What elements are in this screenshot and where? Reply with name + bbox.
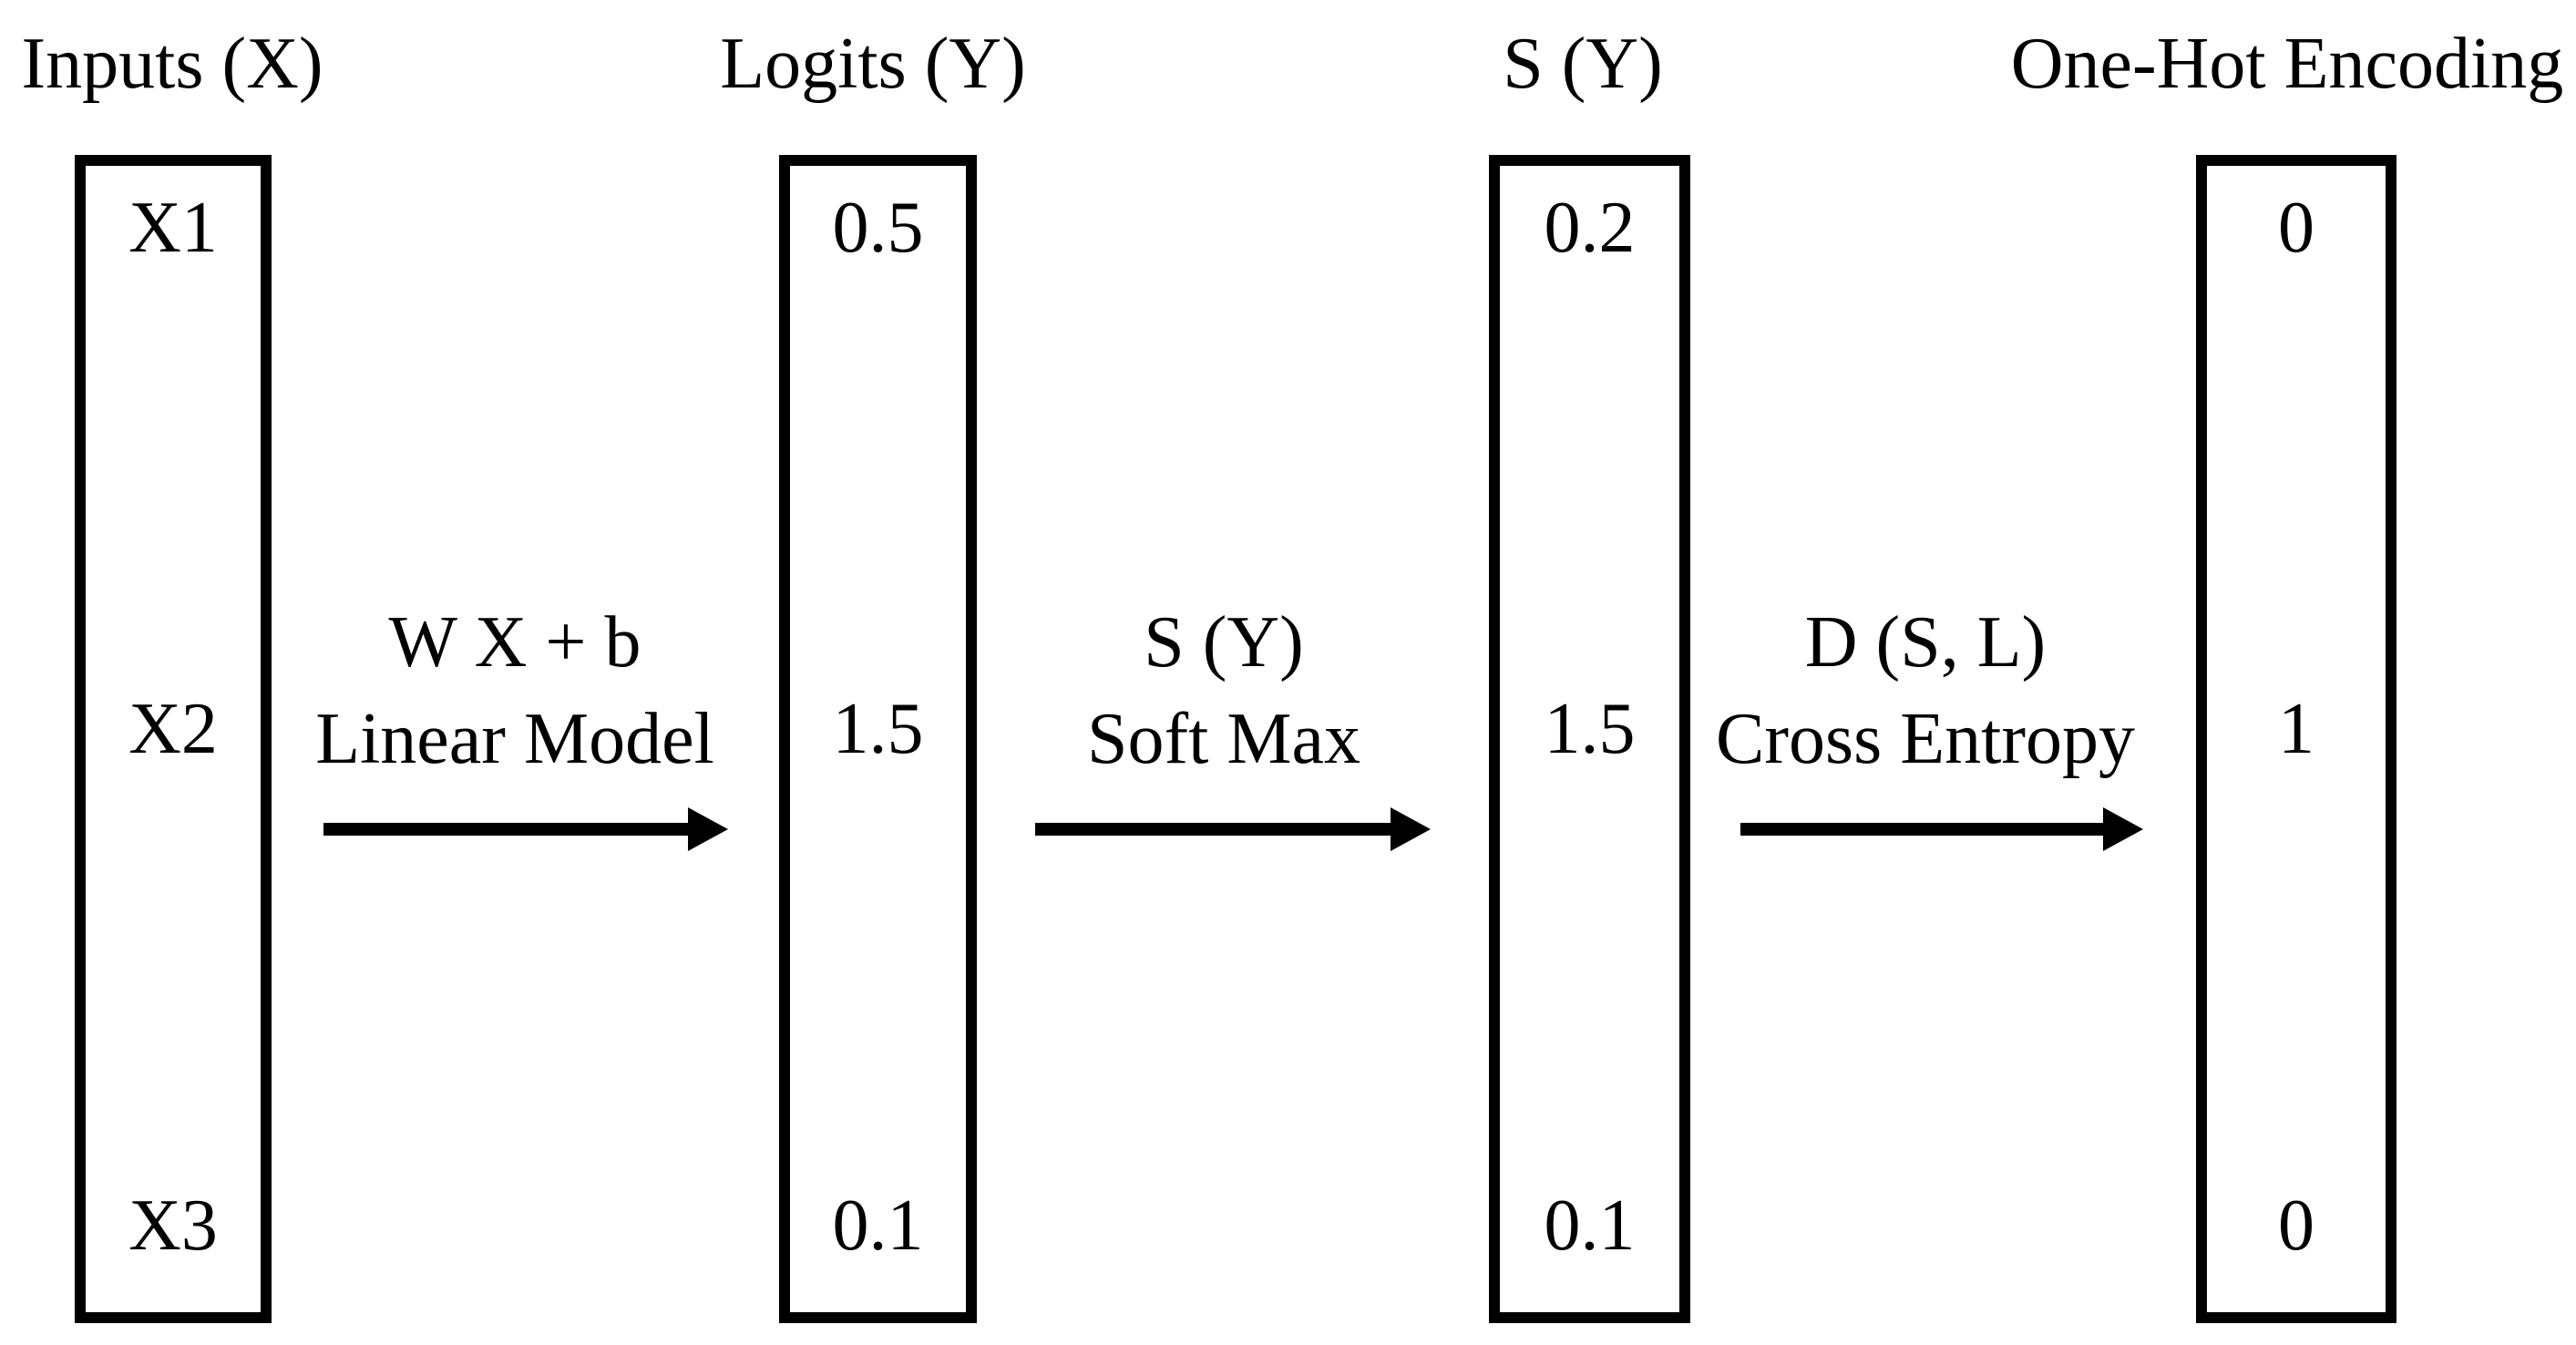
vector-value: 0.1 <box>1544 1186 1636 1266</box>
column-title-inputs: Inputs (X) <box>21 24 323 104</box>
vector-value: 0.1 <box>832 1186 924 1266</box>
column-title-logits: Logits (Y) <box>720 24 1026 104</box>
arrow-label-cross-entropy: D (S, L) Cross Entropy <box>1716 594 2135 787</box>
vector-value: 0.2 <box>1544 188 1636 268</box>
column-title-one-hot: One-Hot Encoding <box>2010 24 2564 104</box>
arrow-linear-model-icon <box>323 823 688 836</box>
arrow-label-linear-model: W X + b Linear Model <box>315 594 714 787</box>
arrow-caption: Cross Entropy <box>1716 699 2135 779</box>
arrow-formula: S (Y) <box>1144 602 1304 683</box>
vector-value: 0 <box>2278 1186 2314 1266</box>
arrow-soft-max-icon <box>1035 823 1391 836</box>
vector-value: X2 <box>128 689 218 769</box>
vector-box-one-hot: 0 1 0 <box>2196 155 2396 1323</box>
vector-value: 1.5 <box>1544 689 1636 769</box>
vector-box-logits: 0.5 1.5 0.1 <box>779 155 977 1323</box>
column-title-softmax-output: S (Y) <box>1503 24 1663 104</box>
vector-value: 1.5 <box>832 689 924 769</box>
vector-value: 0 <box>2278 188 2314 268</box>
arrow-caption: Linear Model <box>315 699 714 779</box>
vector-value: 0.5 <box>832 188 924 268</box>
arrow-caption: Soft Max <box>1087 699 1360 779</box>
vector-box-inputs: X1 X2 X3 <box>75 155 272 1323</box>
vector-box-softmax-output: 0.2 1.5 0.1 <box>1489 155 1690 1323</box>
arrow-formula: W X + b <box>388 602 641 683</box>
vector-value: 1 <box>2278 689 2314 769</box>
vector-value: X1 <box>128 188 218 268</box>
arrow-label-soft-max: S (Y) Soft Max <box>1087 594 1360 787</box>
arrow-cross-entropy-icon <box>1740 823 2103 836</box>
arrow-formula: D (S, L) <box>1804 602 2047 683</box>
vector-value: X3 <box>128 1186 218 1266</box>
